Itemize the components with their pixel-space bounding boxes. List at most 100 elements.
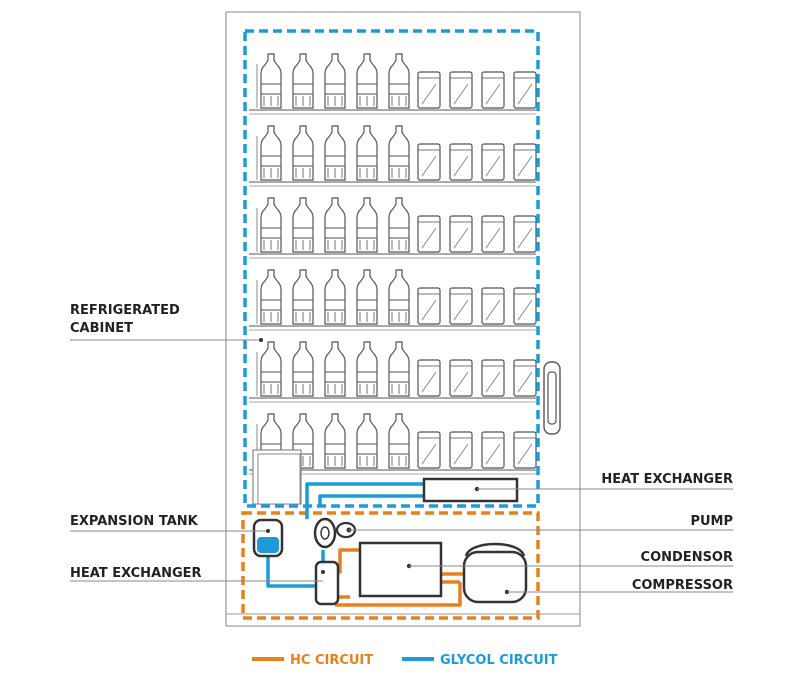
can-stripe <box>517 443 533 465</box>
can-stripe <box>453 443 469 465</box>
can <box>481 359 505 397</box>
can-stripe <box>421 371 437 393</box>
can <box>513 215 537 253</box>
can <box>417 71 441 109</box>
can-stripe <box>421 227 437 249</box>
can <box>513 359 537 397</box>
bottle-label <box>260 155 282 167</box>
can <box>513 143 537 181</box>
shelf <box>249 413 537 475</box>
shelf <box>249 197 537 259</box>
bottle-label <box>292 371 314 383</box>
can-stripe <box>517 371 533 393</box>
can-stripe <box>421 83 437 105</box>
expansion-tank <box>252 518 284 558</box>
bottle-label <box>324 155 346 167</box>
can <box>449 215 473 253</box>
bottle-label <box>324 299 346 311</box>
door-handle <box>543 361 561 435</box>
legend-glycol-label: GLYCOL CIRCUIT <box>440 653 558 668</box>
label-heat-exchanger-bottom: HEAT EXCHANGER <box>70 566 202 581</box>
bottle-label <box>292 443 314 455</box>
can-stripe <box>485 299 501 321</box>
can <box>481 215 505 253</box>
leader-lines <box>70 338 733 593</box>
bottle-label <box>324 83 346 95</box>
bottle-label <box>260 371 282 383</box>
can <box>513 71 537 109</box>
shelf <box>249 341 537 403</box>
can <box>481 143 505 181</box>
bottle-label <box>292 155 314 167</box>
bottle-label <box>292 299 314 311</box>
compressor <box>462 542 528 604</box>
bottle-label <box>324 443 346 455</box>
bottle-label <box>356 227 378 239</box>
can <box>481 71 505 109</box>
can-stripe <box>485 227 501 249</box>
can <box>417 359 441 397</box>
can-stripe <box>485 83 501 105</box>
pump <box>313 517 357 549</box>
refrigerated-cabinet-outline <box>243 29 540 508</box>
shelf <box>249 125 537 187</box>
can <box>481 287 505 325</box>
can <box>513 287 537 325</box>
bottle-label <box>356 83 378 95</box>
label-refrigerated-cabinet-line2: CABINET <box>70 321 133 336</box>
can-stripe <box>517 227 533 249</box>
shelf <box>249 269 537 331</box>
can-stripe <box>517 155 533 177</box>
bottle-label <box>324 227 346 239</box>
label-pump: PUMP <box>690 514 733 529</box>
can-stripe <box>453 371 469 393</box>
can-stripe <box>453 299 469 321</box>
can-stripe <box>517 299 533 321</box>
can <box>417 431 441 469</box>
bottle-label <box>388 83 410 95</box>
bottle-label <box>324 371 346 383</box>
can <box>449 287 473 325</box>
cabinet-side-box <box>252 449 302 505</box>
bottle-label <box>388 371 410 383</box>
can <box>417 287 441 325</box>
label-refrigerated-cabinet-line1: REFRIGERATED <box>70 303 180 318</box>
shelf <box>249 53 537 115</box>
shelves-group <box>249 53 537 475</box>
bottle-label <box>292 227 314 239</box>
bottle-label <box>388 155 410 167</box>
heat-exchanger-top <box>422 477 519 503</box>
can-stripe <box>517 83 533 105</box>
legend-hc-label: HC CIRCUIT <box>290 653 373 668</box>
can-stripe <box>453 227 469 249</box>
can <box>417 143 441 181</box>
can-stripe <box>453 83 469 105</box>
bottle-label <box>260 83 282 95</box>
can-stripe <box>421 155 437 177</box>
can <box>417 215 441 253</box>
can-stripe <box>485 155 501 177</box>
bottle-label <box>388 299 410 311</box>
can-stripe <box>421 299 437 321</box>
condensor <box>358 541 443 598</box>
can-stripe <box>421 443 437 465</box>
bottle-label <box>356 299 378 311</box>
bottle-label <box>356 443 378 455</box>
can <box>449 143 473 181</box>
can <box>449 71 473 109</box>
cabinet-body <box>225 11 581 627</box>
bottle-label <box>356 371 378 383</box>
can <box>449 431 473 469</box>
bottle-label <box>388 227 410 239</box>
can-stripe <box>485 443 501 465</box>
machine-compartment-outline <box>241 511 540 620</box>
legend: HC CIRCUIT GLYCOL CIRCUIT <box>252 653 558 668</box>
can <box>449 359 473 397</box>
label-compressor: COMPRESSOR <box>632 578 733 593</box>
bottle-label <box>356 155 378 167</box>
can <box>513 431 537 469</box>
bottle-label <box>292 83 314 95</box>
can <box>481 431 505 469</box>
bottle-label <box>260 299 282 311</box>
